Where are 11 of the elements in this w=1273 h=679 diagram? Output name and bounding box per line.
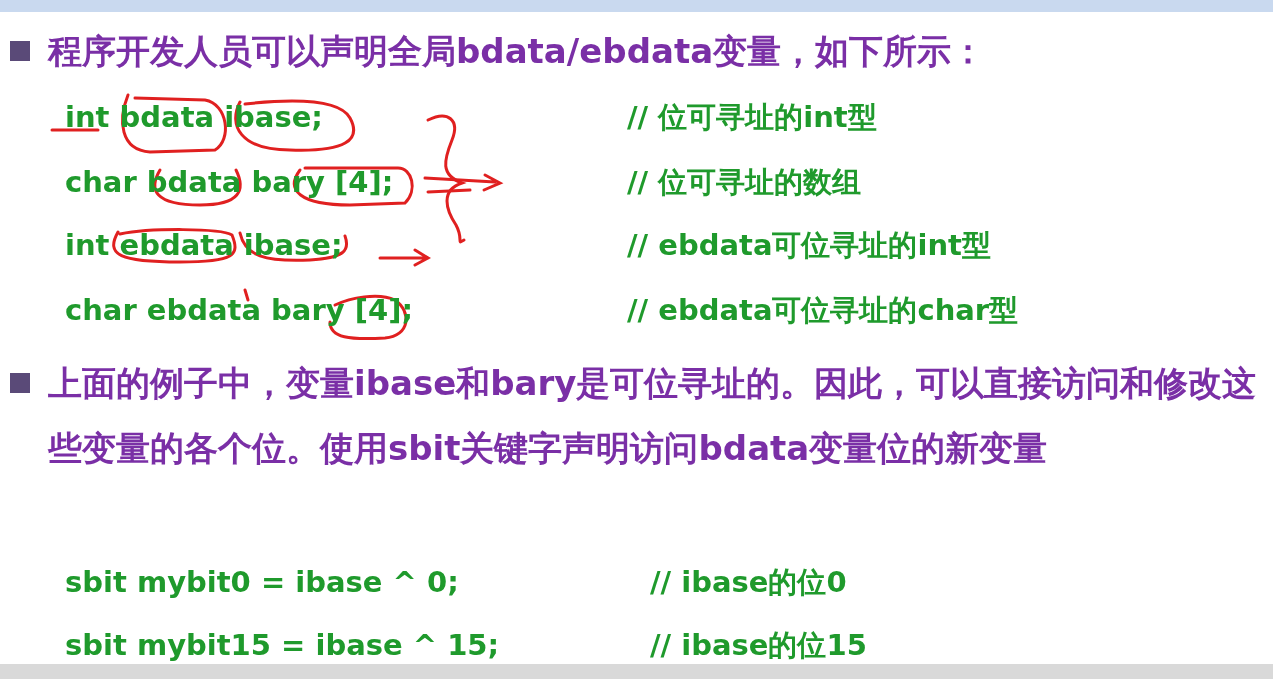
code-line: sbit mybit0 = ibase ^ 0; bbox=[65, 564, 459, 601]
paragraph-text: 上面的例子中，变量ibase和bary是可位寻址的。因此，可以直接访问和修改这些变量的各个位。使用sbit关键字声明访问bdata变量位的新变量 bbox=[48, 362, 1258, 470]
code-comment: // ibase的位15 bbox=[650, 627, 867, 664]
code-comment: // 位可寻址的数组 bbox=[627, 164, 862, 201]
code-comment: // ebdata可位寻址的char型 bbox=[627, 292, 1019, 329]
code-comment: // 位可寻址的int型 bbox=[627, 99, 877, 136]
bullet-text: 程序开发人员可以声明全局bdata/ebdata变量，如下所示： bbox=[48, 30, 986, 73]
code-comment: // ebdata可位寻址的int型 bbox=[627, 227, 991, 264]
code-line: int ebdata ibase; bbox=[65, 227, 343, 264]
code-line: sbit mybit15 = ibase ^ 15; bbox=[65, 627, 500, 664]
code-comment: // ibase的位0 bbox=[650, 564, 847, 601]
